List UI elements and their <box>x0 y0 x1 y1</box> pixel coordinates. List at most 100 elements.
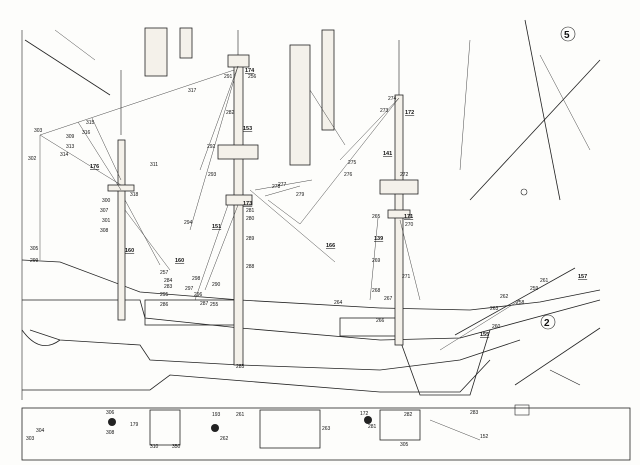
plan-hatch-c <box>379 409 421 441</box>
part-label: 261 <box>540 278 549 284</box>
plan-label: 283 <box>470 410 479 416</box>
ref-label: 157 <box>578 274 587 280</box>
part-label: 316 <box>82 130 91 136</box>
deck-plan <box>21 407 631 461</box>
wale-line <box>29 329 521 371</box>
part-label: 257 <box>160 270 169 276</box>
mizzen-mast-spar <box>117 139 126 321</box>
ref-label: 139 <box>374 236 383 242</box>
part-label: 303 <box>34 128 43 134</box>
part-label: 313 <box>66 144 75 150</box>
fore-stay-b <box>299 97 400 225</box>
part-label: 275 <box>348 160 357 166</box>
bowsprit-gammon <box>439 299 521 351</box>
part-label: 318 <box>130 192 139 198</box>
part-label: 282 <box>226 110 235 116</box>
mizzen-brace-b <box>91 117 122 181</box>
ref-label: 155 <box>480 332 489 338</box>
part-label: 300 <box>102 198 111 204</box>
bow-stem <box>399 329 491 396</box>
ref-label: 171 <box>404 214 413 220</box>
fore-stay-a <box>339 97 400 161</box>
main-top <box>217 144 259 160</box>
stern-gallery <box>21 329 61 347</box>
part-label: 262 <box>500 294 509 300</box>
upper-tackle-cap <box>321 29 335 131</box>
panel-2-marker <box>540 314 556 330</box>
detail-5-halyard <box>459 39 471 171</box>
ref-label: 173 <box>243 201 252 207</box>
part-label: 277 <box>278 182 287 188</box>
part-label: 271 <box>402 274 411 280</box>
part-label: 308 <box>100 228 109 234</box>
detail-5-mast <box>524 19 561 201</box>
main-masthead <box>227 54 250 68</box>
plan-main-step <box>211 424 219 432</box>
plan-fore-step <box>364 416 372 424</box>
plan-label: 308 <box>106 430 115 436</box>
part-label: 283 <box>164 284 173 290</box>
crowfoot-b <box>267 199 301 225</box>
part-label: 287 <box>200 301 209 307</box>
part-label: 289 <box>246 236 255 242</box>
part-label: 298 <box>192 276 201 282</box>
hull-profile <box>21 259 601 396</box>
plan-label: 262 <box>220 436 229 442</box>
part-label: 309 <box>66 134 75 140</box>
part-labels: 302 303 305 307 308 309 311 313 314 315 … <box>28 74 549 370</box>
part-label: 301 <box>102 218 111 224</box>
deck-plan-labels: 304 303 179 306 308 310 350 193 262 261 … <box>26 410 489 450</box>
part-label: 311 <box>150 162 158 168</box>
plan-label: 282 <box>404 412 413 418</box>
plan-label: 303 <box>26 436 35 442</box>
part-label: 263 <box>490 306 499 312</box>
detail-2-spar <box>514 327 601 386</box>
fore-mast-spar <box>394 94 404 346</box>
ref-label: 166 <box>326 243 335 249</box>
plan-label: 172 <box>360 411 369 417</box>
detail-5-brace <box>539 54 591 151</box>
plan-label: 306 <box>106 410 115 416</box>
plan-label: 310 <box>150 444 159 450</box>
part-label: 265 <box>372 214 381 220</box>
ref-label: 174 <box>245 68 255 74</box>
fore-castle-side <box>339 317 401 337</box>
mizzen-brace-a <box>77 121 122 191</box>
bowsprit-assembly <box>249 179 576 351</box>
main-fore-stay <box>254 179 313 191</box>
ref-label: 141 <box>383 151 392 157</box>
fore-cap <box>387 209 411 219</box>
part-label: 296 <box>194 292 203 298</box>
part-label: 278 <box>272 184 281 190</box>
sheer-line <box>21 259 601 311</box>
upper-tackle-block <box>289 44 311 166</box>
waterline <box>22 359 491 393</box>
detail-upper-center <box>144 27 346 166</box>
deck-plan-frame <box>21 407 631 461</box>
plan-label: 263 <box>322 426 331 432</box>
plan-label: 261 <box>236 412 245 418</box>
part-label: 258 <box>516 300 525 306</box>
part-label: 297 <box>185 286 194 292</box>
mizzen-stay <box>39 67 241 136</box>
part-label: 314 <box>60 152 69 158</box>
part-label: 285 <box>236 364 245 370</box>
mizzen-shroud-a <box>124 199 161 266</box>
ref-label: 153 <box>243 126 252 132</box>
part-label: 268 <box>372 288 381 294</box>
panel-5-marker <box>560 26 576 42</box>
upper-left-halyard <box>54 29 96 61</box>
part-label: 264 <box>334 300 343 306</box>
ref-label: 172 <box>405 110 414 116</box>
main-shroud-d <box>194 204 229 301</box>
panel-5-number: 5 <box>564 30 570 41</box>
main-shroud-c <box>204 204 239 291</box>
part-label: 284 <box>164 278 173 284</box>
upper-cap-block <box>179 27 193 59</box>
part-label: 305 <box>30 246 39 252</box>
part-label: 295 <box>160 292 169 298</box>
part-label: 290 <box>212 282 221 288</box>
upper-mast-stump <box>144 27 168 77</box>
plan-mizzen-step <box>108 418 116 426</box>
part-label: 279 <box>296 192 305 198</box>
